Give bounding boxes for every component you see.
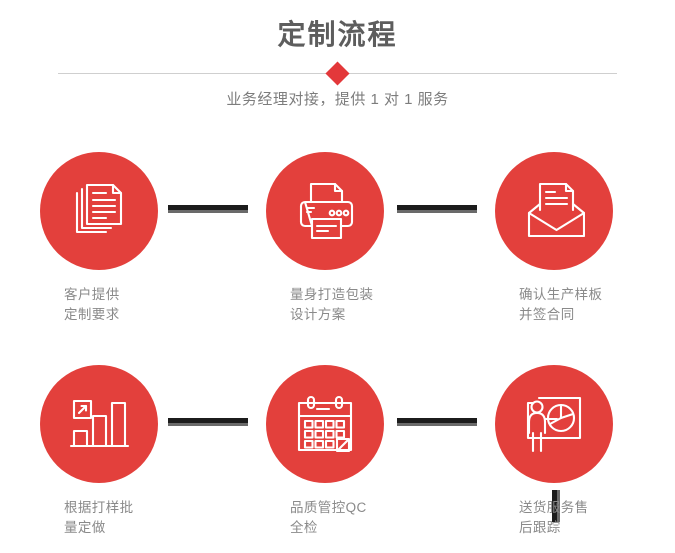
step-icon-circle	[266, 365, 384, 483]
step-icon-circle	[266, 152, 384, 270]
printer-icon	[294, 180, 356, 242]
flow-row-bottom: 根据打样批 量定做	[0, 363, 675, 553]
bar-chart-growth-icon	[68, 393, 130, 455]
caption-line-2: 全检	[290, 520, 318, 535]
connector-bar-gray	[397, 423, 477, 426]
caption-line-2: 后跟踪	[519, 520, 561, 535]
header-section: 定制流程 业务经理对接，提供 1 对 1 服务	[0, 0, 675, 130]
flow-row-top: 客户提供 定制要求	[0, 150, 675, 340]
step-icon-circle	[40, 152, 158, 270]
flow-connector-horizontal	[168, 205, 248, 213]
flow-connector-horizontal	[168, 418, 248, 426]
page-title: 定制流程	[277, 19, 398, 50]
connector-bar-dark	[552, 490, 557, 522]
process-flow-diagram: 客户提供 定制要求	[0, 150, 675, 550]
flow-connector-horizontal	[397, 205, 477, 213]
step-caption: 送货服务售 后跟踪	[519, 498, 675, 538]
caption-line-1: 客户提供	[64, 287, 120, 302]
flow-step-quality-control[interactable]: 品质管控QC 全检	[248, 363, 468, 553]
connector-bar-gray	[557, 490, 560, 522]
caption-line-2: 量定做	[64, 520, 106, 535]
connector-bar-dark	[168, 205, 248, 210]
step-icon-circle	[495, 152, 613, 270]
caption-line-1: 确认生产样板	[519, 287, 603, 302]
flow-step-packaging-design[interactable]: 量身打造包装 设计方案	[248, 150, 468, 340]
title-divider	[58, 61, 617, 86]
flow-connector-vertical	[552, 490, 560, 522]
connector-bar-gray	[397, 210, 477, 213]
step-icon-circle	[495, 365, 613, 483]
step-caption: 品质管控QC 全检	[290, 498, 470, 538]
caption-line-1: 品质管控QC	[290, 500, 367, 515]
caption-line-2: 设计方案	[290, 307, 346, 322]
connector-bar-dark	[168, 418, 248, 423]
calendar-icon	[294, 393, 356, 455]
step-icon-circle	[40, 365, 158, 483]
diamond-ornament-icon	[325, 61, 350, 86]
documents-stack-icon	[68, 180, 130, 242]
flow-step-sample-confirmation[interactable]: 确认生产样板 并签合同	[477, 150, 675, 340]
presenter-pie-chart-icon	[523, 393, 585, 455]
caption-line-2: 并签合同	[519, 307, 575, 322]
connector-bar-dark	[397, 205, 477, 210]
step-caption: 确认生产样板 并签合同	[519, 285, 675, 325]
caption-line-1: 根据打样批	[64, 500, 134, 515]
connector-bar-dark	[397, 418, 477, 423]
step-caption: 根据打样批 量定做	[64, 498, 244, 538]
caption-line-2: 定制要求	[64, 307, 120, 322]
flow-step-delivery-followup[interactable]: 送货服务售 后跟踪	[477, 363, 675, 553]
flow-step-batch-production[interactable]: 根据打样批 量定做	[22, 363, 242, 553]
step-caption: 量身打造包装 设计方案	[290, 285, 470, 325]
flow-connector-horizontal	[397, 418, 477, 426]
page-subtitle: 业务经理对接，提供 1 对 1 服务	[226, 91, 449, 108]
step-caption: 客户提供 定制要求	[64, 285, 244, 325]
caption-line-1: 量身打造包装	[290, 287, 374, 302]
caption-line-1: 送货服务售	[519, 500, 589, 515]
envelope-letter-icon	[523, 180, 585, 242]
flow-step-customer-requirements[interactable]: 客户提供 定制要求	[22, 150, 242, 340]
connector-bar-gray	[168, 210, 248, 213]
connector-bar-gray	[168, 423, 248, 426]
